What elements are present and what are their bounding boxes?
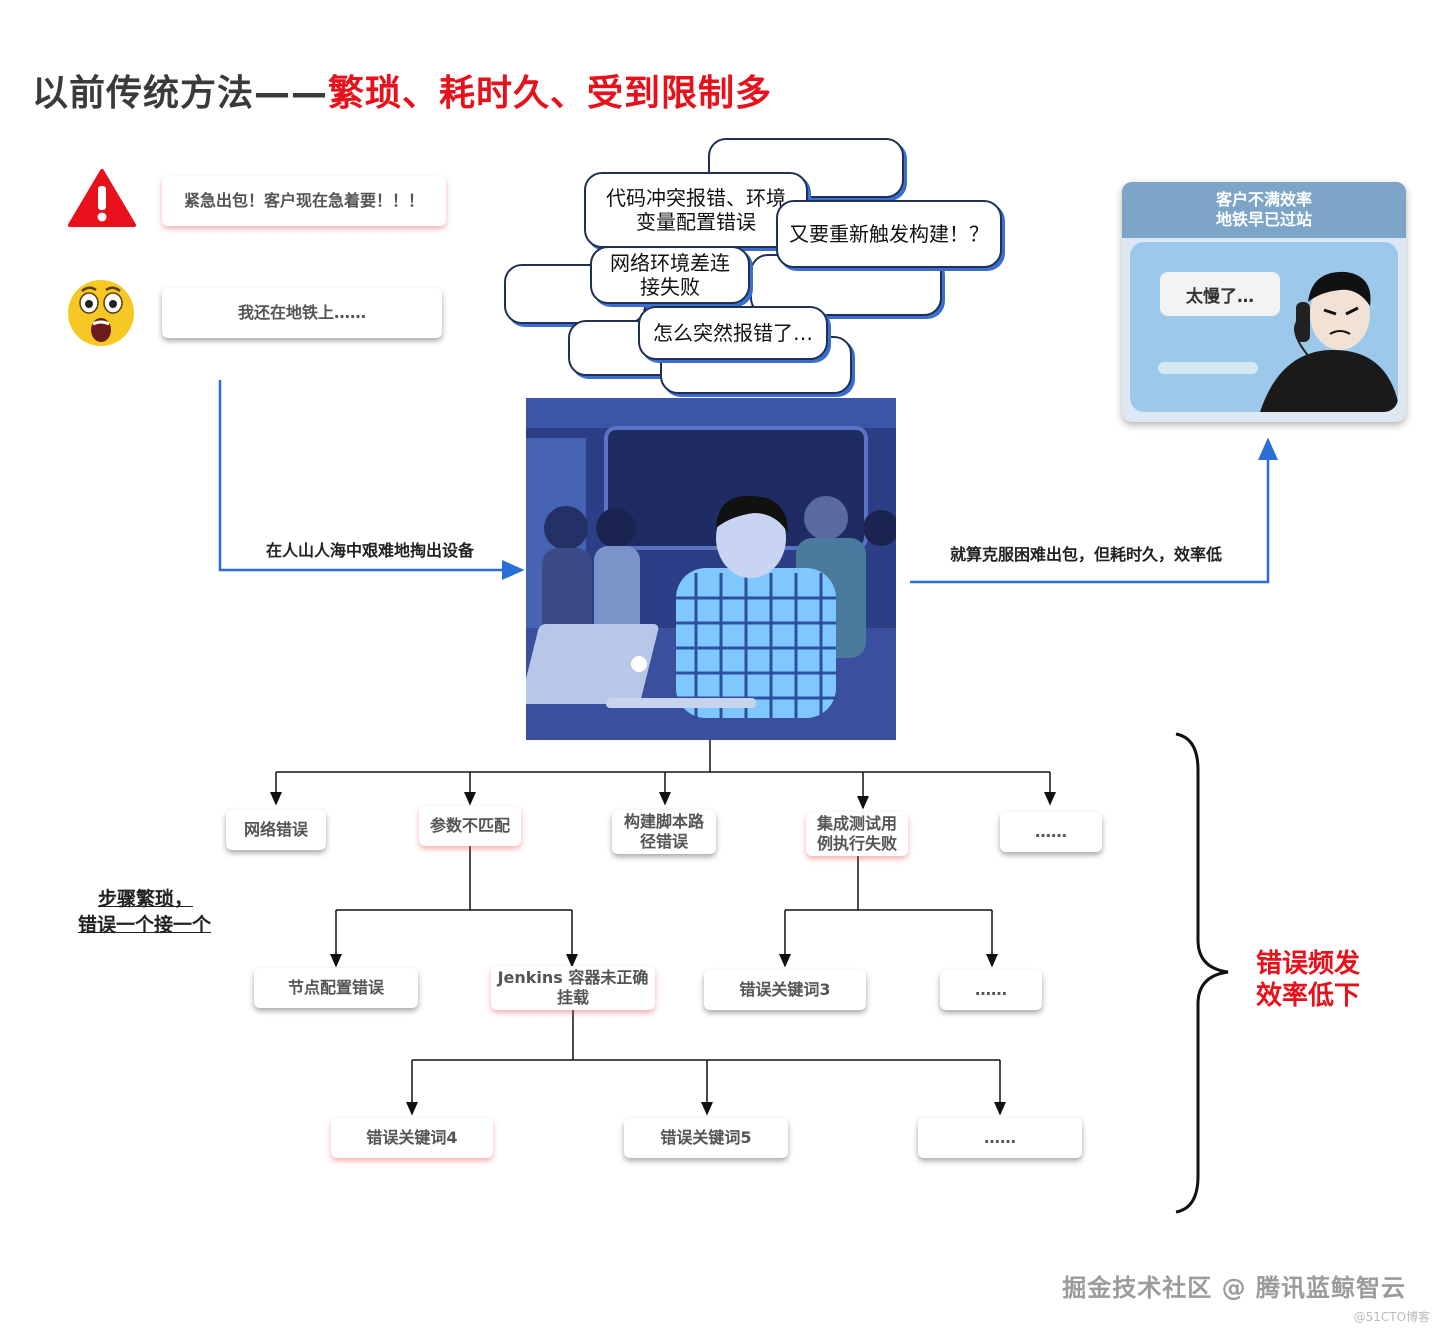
progress-bar	[1158, 362, 1258, 374]
customer-scene: 太慢了…	[1130, 242, 1398, 412]
warning-icon	[68, 169, 136, 227]
tree-node-more-1: ……	[1000, 812, 1102, 852]
bubble-config-error-text: 代码冲突报错、环境变量配置错误	[606, 186, 786, 234]
right-arrow-label: 就算克服困难出包，但耗时久，效率低	[950, 545, 1223, 564]
speech-bubble-sudden-error: 怎么突然报错了…	[638, 306, 828, 360]
tree-node-label: 错误关键词4	[366, 1128, 458, 1147]
watermark: 掘金技术社区 @ 腾讯蓝鲸智云	[1062, 1274, 1406, 1302]
customer-speech-text: 太慢了…	[1186, 286, 1254, 307]
tree-node-label: 节点配置错误	[287, 978, 384, 997]
title-highlight: 繁琐、耗时久、受到限制多	[328, 73, 773, 114]
tree-node-keyword-5: 错误关键词5	[624, 1118, 788, 1158]
bubble-sudden-error-text: 怎么突然报错了…	[653, 321, 813, 345]
bubble-network-text: 网络环境差连接失败	[610, 251, 730, 299]
watermark-small: @51CTO博客	[1353, 1310, 1430, 1324]
urgent-alert-text: 紧急出包！客户现在急着要！！！	[183, 191, 424, 210]
tree-node-label: 集成测试用例执行失败	[816, 814, 897, 853]
customer-header-line1: 客户不满效率	[1215, 190, 1312, 209]
page-title: 以前传统方法——繁琐、耗时久、受到限制多	[32, 64, 772, 116]
customer-panel-header: 客户不满效率 地铁早已过站	[1122, 182, 1406, 238]
tree-node-label: 构建脚本路径错误	[624, 812, 705, 851]
result-label-line1: 错误频发	[1256, 949, 1361, 979]
customer-panel: 客户不满效率 地铁早已过站 太慢了…	[1122, 182, 1406, 422]
tree-node-label: ……	[1035, 822, 1067, 841]
tree-node-label: ……	[984, 1128, 1016, 1147]
speech-bubble-config-error: 代码冲突报错、环境变量配置错误	[584, 172, 808, 248]
urgent-alert-card: 紧急出包！客户现在急着要！！！	[162, 176, 446, 226]
speech-bubble-rebuild: 又要重新触发构建！？	[776, 200, 1002, 268]
tree-node-keyword-4: 错误关键词4	[331, 1118, 493, 1158]
shocked-face-icon	[68, 280, 134, 346]
tree-node-more-3: ……	[918, 1118, 1082, 1158]
subway-alert-text: 我还在地铁上……	[237, 303, 366, 322]
tree-node-node-config: 节点配置错误	[254, 968, 418, 1008]
customer-header-line2: 地铁早已过站	[1215, 210, 1312, 229]
title-main: 以前传统方法——	[32, 73, 329, 114]
bubble-rebuild-text: 又要重新触发构建！？	[789, 222, 989, 246]
tree-node-network-error: 网络错误	[226, 810, 326, 850]
tree-node-label: 网络错误	[243, 820, 308, 839]
customer-speech-bubble: 太慢了…	[1160, 272, 1280, 316]
left-arrow-label: 在人山人海中艰难地掏出设备	[266, 541, 475, 560]
tree-node-label: 错误关键词3	[739, 980, 831, 999]
tree-node-build-script-path: 构建脚本路径错误	[612, 810, 716, 854]
steps-label-line2: 错误一个接一个	[78, 914, 212, 936]
result-label-line2: 效率低下	[1256, 981, 1361, 1011]
tree-node-label: 参数不匹配	[429, 816, 510, 835]
tree-node-jenkins-mount: Jenkins 容器未正确挂载	[491, 966, 655, 1010]
tree-node-label: ……	[975, 980, 1007, 999]
tree-node-keyword-3: 错误关键词3	[704, 970, 866, 1010]
tree-node-more-2: ……	[940, 970, 1042, 1010]
angry-customer-icon	[1260, 271, 1398, 412]
speech-bubble-network: 网络环境差连接失败	[590, 246, 750, 304]
steps-tedious-label: 步骤繁琐， 错误一个接一个	[78, 886, 211, 938]
subway-alert-card: 我还在地铁上……	[162, 288, 442, 338]
subway-commuter-illustration	[526, 398, 896, 740]
tree-node-param-mismatch: 参数不匹配	[419, 806, 521, 846]
tree-node-label: Jenkins 容器未正确挂载	[497, 968, 649, 1007]
tree-node-label: 错误关键词5	[660, 1128, 752, 1147]
tree-node-integration-test: 集成测试用例执行失败	[806, 812, 908, 856]
result-label: 错误频发 效率低下	[1256, 948, 1360, 1012]
steps-label-line1: 步骤繁琐，	[98, 888, 194, 910]
